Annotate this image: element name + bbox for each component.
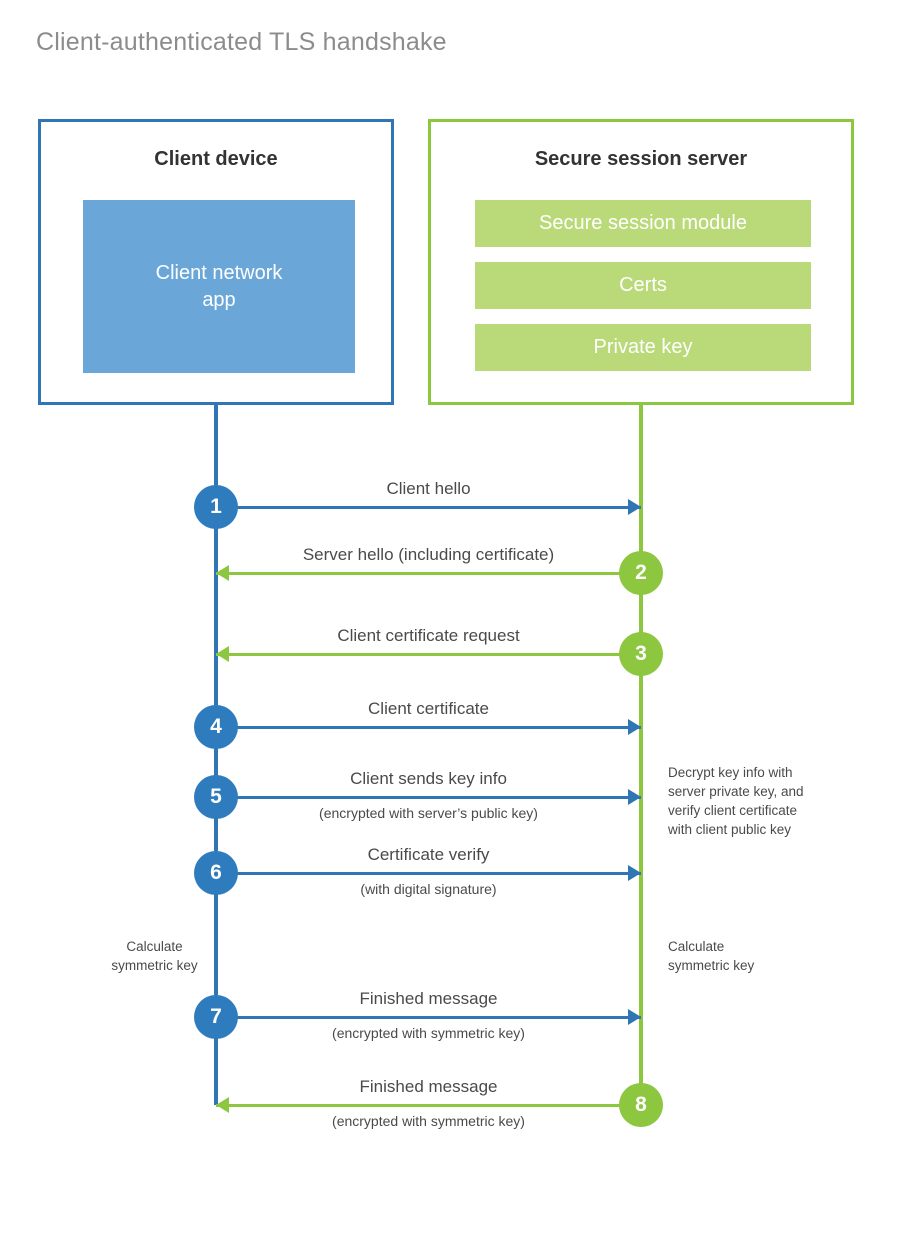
page-title: Client-authenticated TLS handshake [36, 28, 447, 56]
note-calculate-symmetric-key-server: Calculate symmetric key [668, 939, 755, 974]
arrow-head-2 [216, 565, 229, 581]
message-line-4 [216, 726, 641, 729]
arrow-head-1 [628, 499, 641, 515]
step-circle-4[interactable]: 4 [194, 705, 238, 749]
message-sublabel-6: (with digital signature) [360, 881, 497, 897]
message-line-2 [216, 572, 641, 575]
message-line-3 [216, 653, 641, 656]
step-circle-7[interactable]: 7 [194, 995, 238, 1039]
server-lifeline [639, 405, 643, 1105]
arrow-head-7 [628, 1009, 641, 1025]
message-line-8 [216, 1104, 641, 1107]
step-circle-6[interactable]: 6 [194, 851, 238, 895]
message-line-5 [216, 796, 641, 799]
step-circle-5[interactable]: 5 [194, 775, 238, 819]
step-circle-1[interactable]: 1 [194, 485, 238, 529]
secure-session-server-box: Secure session server Secure session mod… [428, 119, 854, 405]
message-line-6 [216, 872, 641, 875]
server-component-certs: Certs [475, 262, 811, 309]
message-label-3: Client certificate request [337, 626, 520, 645]
arrow-head-5 [628, 789, 641, 805]
message-label-6: Certificate verify [367, 845, 490, 864]
message-line-7 [216, 1016, 641, 1019]
message-label-2: Server hello (including certificate) [302, 545, 555, 564]
note-calculate-symmetric-key-client: Calculate symmetric key [111, 939, 198, 974]
message-sublabel-8: (encrypted with symmetric key) [332, 1113, 525, 1129]
message-sublabel-5: (encrypted with server’s public key) [319, 805, 538, 821]
server-component-private-key: Private key [475, 324, 811, 371]
message-line-1 [216, 506, 641, 509]
message-label-4: Client certificate [368, 699, 489, 718]
arrow-head-6 [628, 865, 641, 881]
client-device-box: Client device Client network app [38, 119, 394, 405]
message-label-1: Client hello [386, 479, 471, 498]
note-decrypt-key-info: Decrypt key info with server private key… [668, 765, 804, 838]
arrow-head-4 [628, 719, 641, 735]
message-label-7: Finished message [359, 989, 498, 1008]
step-circle-3[interactable]: 3 [619, 632, 663, 676]
message-label-5: Client sends key info [350, 769, 507, 788]
message-sublabel-7: (encrypted with symmetric key) [332, 1025, 525, 1041]
arrow-head-8 [216, 1097, 229, 1113]
client-lifeline [214, 405, 218, 1105]
secure-session-server-title: Secure session server [534, 148, 748, 170]
step-circle-8[interactable]: 8 [619, 1083, 663, 1127]
client-network-app-block: Client network app [83, 200, 355, 373]
client-device-title: Client device [154, 148, 278, 170]
message-label-8: Finished message [359, 1077, 498, 1096]
arrow-head-3 [216, 646, 229, 662]
server-component-secure-session-module: Secure session module [475, 200, 811, 247]
step-circle-2[interactable]: 2 [619, 551, 663, 595]
